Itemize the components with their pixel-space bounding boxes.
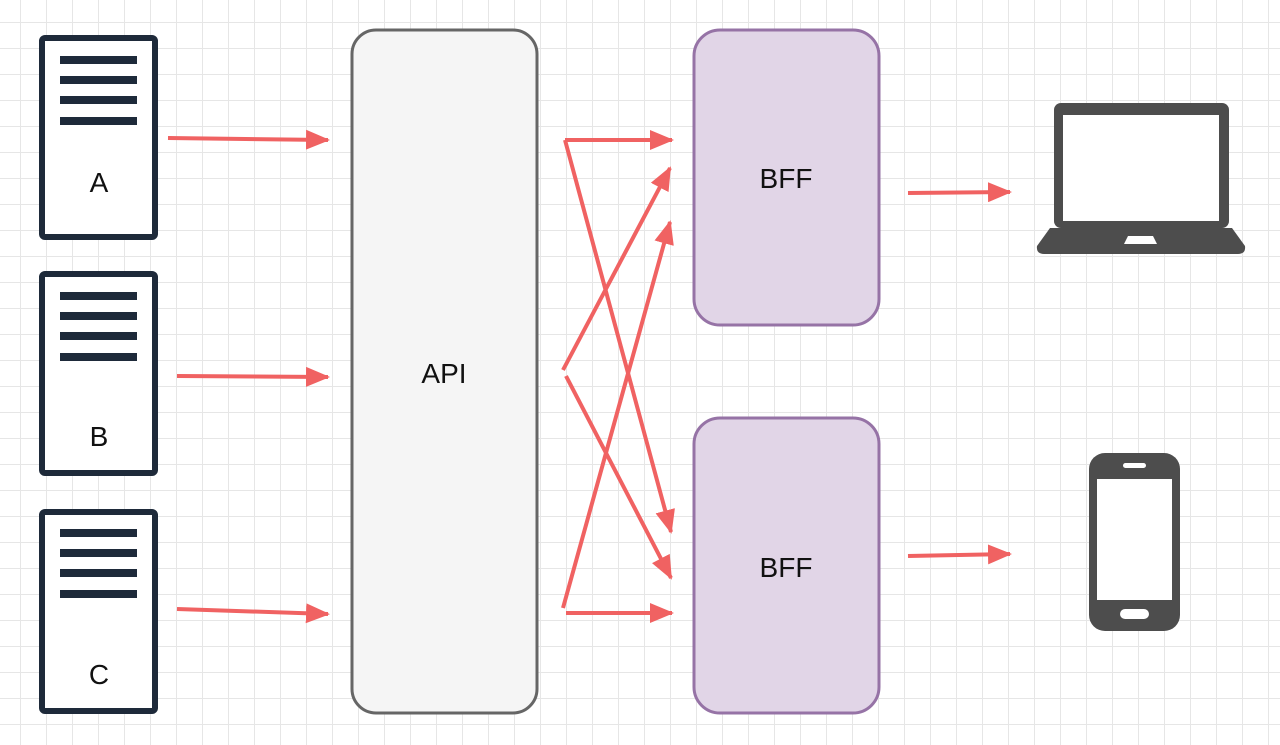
server-a-lines-icon xyxy=(60,56,137,125)
server-to-api-arrows xyxy=(167,129,330,624)
server-c-lines-icon xyxy=(60,529,137,598)
server-b: B xyxy=(39,271,158,476)
arrow-bff-bottom-to-phone xyxy=(907,544,1012,565)
bff-bottom-frame xyxy=(692,416,881,715)
server-c: C xyxy=(39,509,158,714)
arrow-api-top-to-bff-bottom xyxy=(563,139,675,534)
bff-bottom-label: BFF xyxy=(760,552,813,583)
arrow-api-low-to-bff-top xyxy=(561,220,674,609)
arrow-server-c-to-api xyxy=(176,603,330,624)
server-a-label: A xyxy=(90,167,109,198)
server-c-frame xyxy=(39,509,158,714)
bff-to-client-arrows xyxy=(907,182,1012,565)
arrow-api-mid-to-bff-bottom xyxy=(564,375,673,580)
server-b-label: B xyxy=(90,421,109,452)
bff-top-label: BFF xyxy=(760,163,813,194)
server-a: A xyxy=(39,35,158,240)
bff-top: BFF xyxy=(692,28,881,327)
arrow-server-b-to-api xyxy=(176,366,330,387)
server-c-label: C xyxy=(89,659,109,690)
arrow-server-a-to-api xyxy=(167,129,330,150)
arrow-bff-top-to-laptop xyxy=(907,182,1012,203)
arrow-api-mid-to-bff-top xyxy=(561,166,672,371)
bff-bottom: BFF xyxy=(692,416,881,715)
api-to-bff-arrows xyxy=(561,130,675,623)
api-label: API xyxy=(421,358,466,389)
smartphone-icon xyxy=(1089,453,1180,631)
laptop-icon xyxy=(1036,103,1246,254)
server-b-lines-icon xyxy=(60,292,137,361)
bff-top-frame xyxy=(692,28,881,327)
api-box: API xyxy=(350,28,539,715)
server-b-frame xyxy=(39,271,158,476)
server-a-frame xyxy=(39,35,158,240)
api-frame xyxy=(350,28,539,715)
